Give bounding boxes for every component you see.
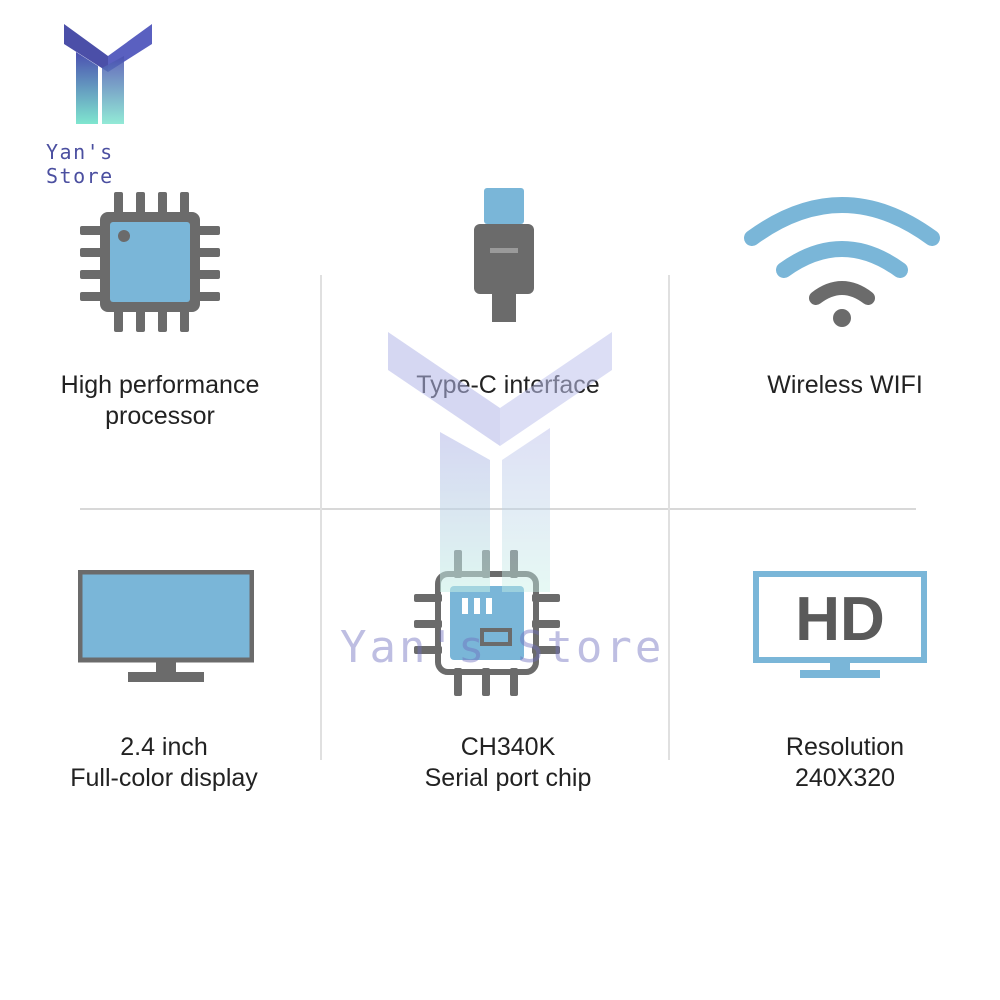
type-c-cable-icon — [474, 188, 534, 322]
grid-divider-vertical-1 — [320, 275, 322, 760]
grid-divider-horizontal — [80, 508, 916, 510]
watermark-text: Yan's Store — [340, 622, 665, 673]
watermark-logo-icon — [388, 332, 612, 592]
feature-label-wifi: Wireless WIFI — [767, 371, 923, 399]
store-logo-icon — [64, 24, 152, 124]
monitor-display-icon — [78, 570, 254, 682]
grid-divider-vertical-2 — [668, 275, 670, 760]
svg-text:HD: HD — [795, 585, 885, 654]
processor-chip-icon — [80, 192, 220, 332]
hd-display-icon: HD — [753, 571, 927, 678]
wifi-icon — [744, 197, 940, 327]
store-name: Yan's Store — [46, 140, 114, 188]
